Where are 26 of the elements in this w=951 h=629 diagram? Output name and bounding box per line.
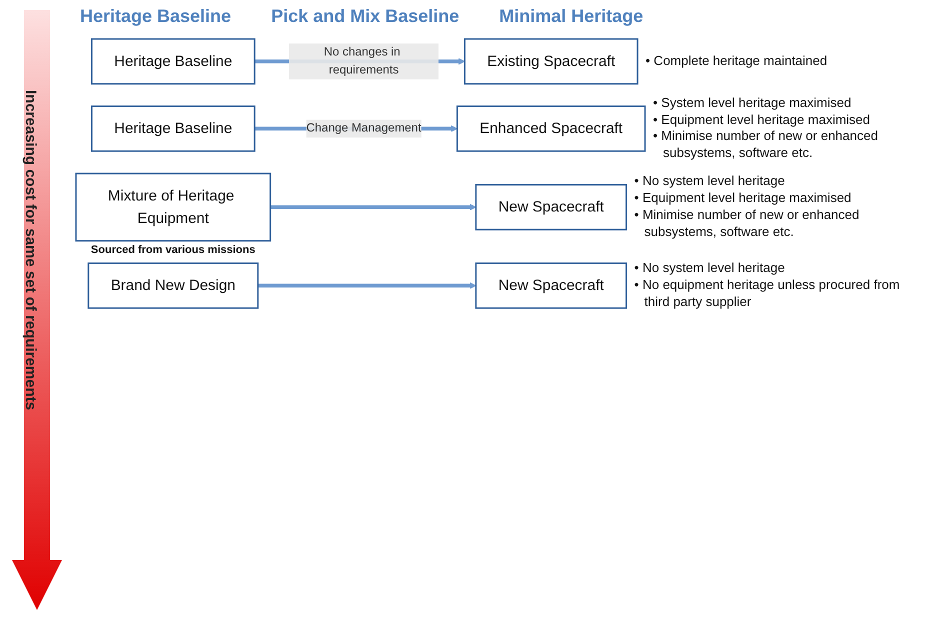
bullet-note: • No system level heritage	[634, 260, 786, 278]
section-heading: Minimal Heritage	[499, 6, 644, 27]
arrow	[258, 282, 476, 289]
bullet-note: • Equipment level heritage maximised	[653, 112, 872, 128]
node-box: Heritage Baseline	[90, 38, 256, 85]
node-box: New Spacecraft	[475, 184, 628, 230]
section-heading: Pick and Mix Baseline	[271, 6, 460, 27]
bullet-note: • System level heritage maximised	[653, 94, 852, 112]
arrow	[270, 204, 476, 210]
section-heading: Heritage Baseline	[80, 6, 232, 27]
node-box: Enhanced Spacecraft	[456, 106, 646, 152]
bullet-note: • Complete heritage maintained	[646, 52, 828, 70]
bullet-note: • No system level heritage	[634, 173, 786, 190]
edge-label: Change Management	[306, 122, 422, 135]
bullet-note: • No equipment heritage unless procured from third party supplier	[634, 277, 901, 311]
node-box: Heritage Baseline	[90, 106, 256, 152]
node-box: Brand New Design	[88, 262, 259, 309]
bullet-note: • Minimise number of new or enhanced subsystems, software etc.	[634, 206, 860, 241]
node-box: New Spacecraft	[475, 262, 628, 309]
node-label: Sourced from various missions	[90, 244, 256, 256]
bullet-note: • Equipment level heritage maximised	[634, 190, 852, 207]
axis-label: Increasing cost for same set of requirements	[22, 90, 39, 410]
node-box: Mixture of Heritage Equipment	[75, 172, 272, 242]
edge-label: No changes in requirements	[324, 46, 400, 76]
bullet-note: • Minimise number of new or enhanced subsystems, software etc.	[653, 128, 879, 162]
node-box: Existing Spacecraft	[464, 38, 638, 85]
